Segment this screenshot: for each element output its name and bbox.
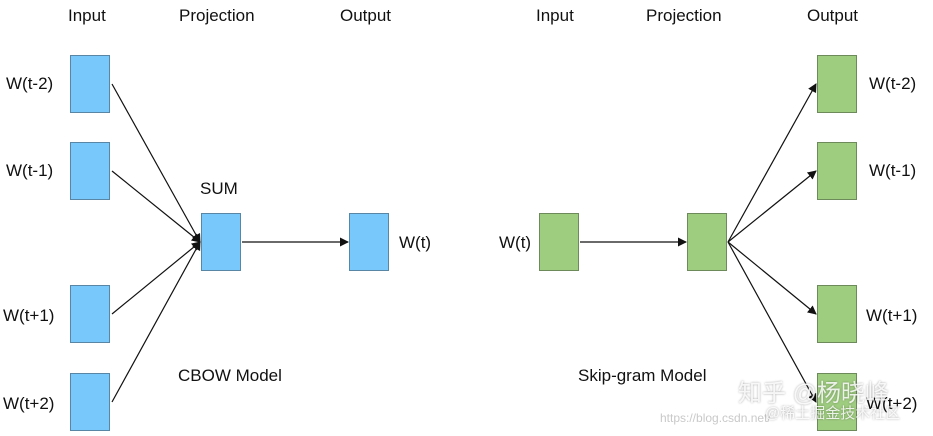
skipgram-caption: Skip-gram Model: [578, 366, 707, 385]
skipgram-output-node-3: [817, 285, 857, 343]
arrow-skipgram-projection-to-output1: [727, 83, 817, 243]
skipgram-output-label-4: W(t+2): [866, 394, 918, 413]
skipgram-output-label-3: W(t+1): [866, 306, 918, 325]
cbow-input-node-1: [70, 55, 110, 113]
skipgram-output-node-1: [817, 55, 857, 113]
cbow-header-projection: Projection: [179, 6, 255, 25]
cbow-input-node-2: [70, 142, 110, 200]
skipgram-output-node-2: [817, 142, 857, 200]
arrow-cbow-input3-to-sum: [111, 241, 201, 315]
cbow-input-node-3: [70, 285, 110, 343]
cbow-input-label-2: W(t-1): [6, 161, 54, 180]
skipgram-projection-node: [687, 213, 727, 271]
arrow-cbow-input4-to-sum: [111, 241, 201, 403]
cbow-header-input: Input: [68, 6, 106, 25]
cbow-projection-node: [201, 213, 241, 271]
arrow-cbow-input2-to-sum: [111, 170, 201, 243]
skipgram-header-projection: Projection: [646, 6, 722, 25]
arrow-skipgram-projection-to-output3: [727, 241, 817, 315]
cbow-header-output: Output: [340, 6, 392, 25]
skipgram-header-input: Input: [536, 6, 574, 25]
cbow-input-node-4: [70, 373, 110, 431]
csdn-watermark: https://blog.csdn.net/: [660, 411, 771, 425]
arrow-skipgram-projection-to-output4: [727, 241, 817, 403]
skipgram-output-label-2: W(t-1): [869, 161, 917, 180]
cbow-caption: CBOW Model: [178, 366, 282, 385]
cbow-sum-label: SUM: [200, 179, 238, 198]
skipgram-input-node: [539, 213, 579, 271]
skipgram-output-label-1: W(t-2): [869, 74, 917, 93]
cbow-output-label: W(t): [399, 233, 432, 252]
arrow-cbow-input1-to-sum: [111, 83, 201, 243]
arrow-skipgram-projection-to-output2: [727, 170, 817, 243]
community-watermark: @稀土掘金技术社区: [765, 405, 901, 422]
cbow-input-label-3: W(t+1): [3, 306, 55, 325]
cbow-input-label-4: W(t+2): [3, 394, 55, 413]
cbow-input-label-1: W(t-2): [6, 74, 54, 93]
zhihu-watermark: 知乎 @杨晓峰: [738, 380, 890, 407]
skipgram-input-label: W(t): [499, 233, 532, 252]
skipgram-output-node-4: [817, 373, 857, 431]
cbow-output-node: [349, 213, 389, 271]
skipgram-header-output: Output: [807, 6, 859, 25]
